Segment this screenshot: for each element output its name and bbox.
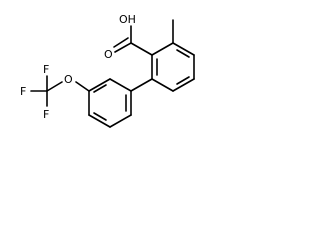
bond bbox=[75, 81, 90, 92]
bond bbox=[151, 42, 174, 56]
bond bbox=[114, 42, 132, 53]
bond bbox=[46, 81, 63, 92]
fluorine-top-label: F bbox=[43, 63, 49, 76]
trifluoromethoxy-group: O F F F bbox=[20, 63, 90, 121]
bond bbox=[151, 78, 174, 92]
double-bond-inner bbox=[176, 76, 190, 85]
double-bond-inner bbox=[176, 49, 190, 58]
carbonyl-oxygen-label: O bbox=[104, 48, 113, 61]
bond bbox=[130, 42, 153, 56]
double-bond-inner bbox=[93, 84, 107, 93]
trifluoromethoxyphenyl-ring bbox=[88, 78, 132, 128]
double-bond-inner bbox=[113, 37, 129, 48]
hydroxyl-label: OH bbox=[119, 13, 136, 26]
fluorine-bottom-label: F bbox=[43, 108, 49, 121]
double-bond-inner bbox=[93, 112, 107, 121]
ether-oxygen-label: O bbox=[64, 73, 73, 86]
bond bbox=[88, 114, 111, 128]
bond bbox=[172, 78, 195, 92]
benzoic-acid-ring bbox=[151, 42, 195, 92]
carboxylic-acid-group: OH O bbox=[104, 13, 153, 61]
bond bbox=[109, 78, 132, 92]
fluorine-left-label: F bbox=[20, 85, 26, 98]
bond bbox=[109, 114, 132, 128]
bond bbox=[88, 78, 111, 92]
biaryl-bond bbox=[130, 78, 153, 92]
chemical-structure-diagram: OH O O F F F bbox=[20, 13, 195, 128]
bond bbox=[172, 42, 195, 56]
